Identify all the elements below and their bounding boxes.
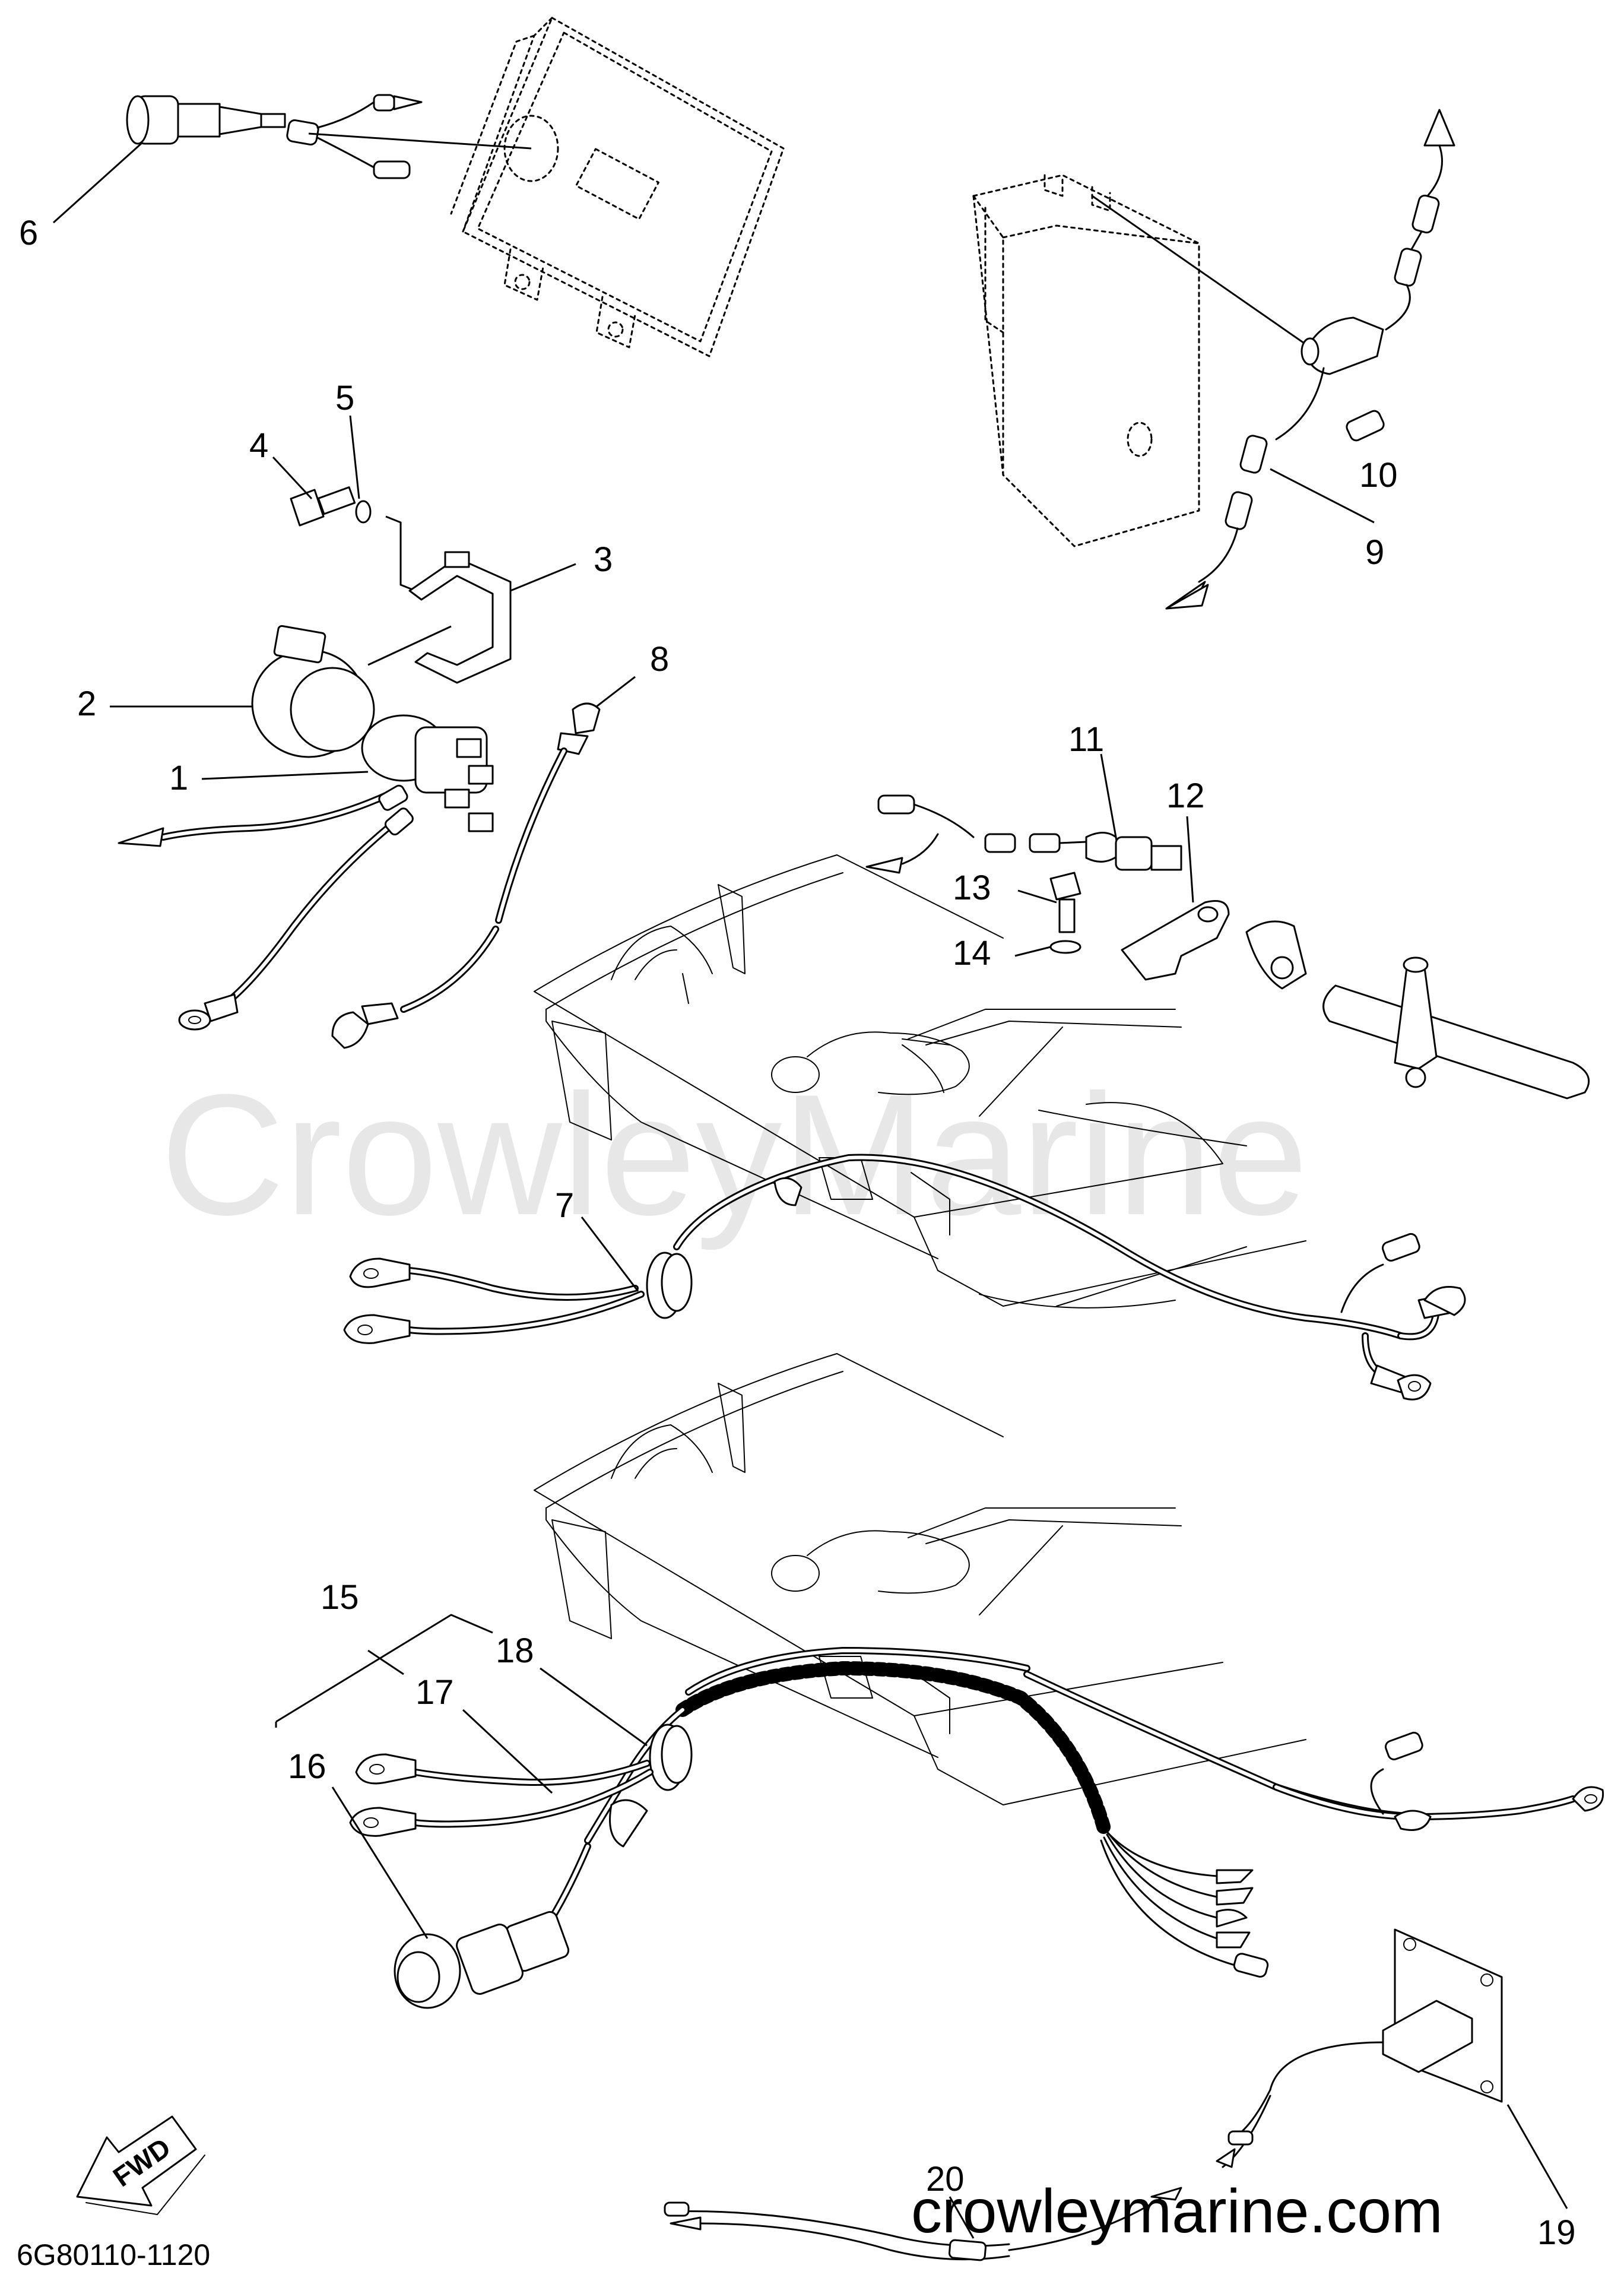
callout-4: 4 [249, 426, 268, 465]
leader-12 [1186, 816, 1194, 903]
leader-7 [581, 1216, 639, 1292]
callout-19: 19 [1537, 2213, 1576, 2252]
leader-5 [349, 415, 360, 499]
callout-3: 3 [594, 540, 613, 579]
callout-6: 6 [19, 214, 38, 252]
control-box-outline [450, 17, 785, 357]
part-14-washer [1049, 940, 1081, 954]
callout-11: 11 [1068, 720, 1104, 759]
leader-16 [331, 1786, 429, 1939]
part-16-lamp [394, 1843, 591, 2009]
part-2-holder [251, 625, 375, 758]
callout-14: 14 [953, 934, 991, 972]
relay-leads [118, 784, 414, 1031]
leader-8 [596, 676, 636, 708]
leader-20 [949, 2196, 975, 2239]
upper-cowling-outline [534, 854, 1306, 1309]
leader-14 [1014, 946, 1051, 957]
leader-19 [1506, 2104, 1568, 2209]
callout-8: 8 [650, 640, 669, 679]
callout-16: 16 [288, 1747, 326, 1786]
part-20-lead [664, 2187, 1182, 2261]
shift-linkage [1245, 920, 1590, 1100]
leader-9a [1270, 468, 1375, 524]
part-12-plate [1121, 900, 1230, 981]
bracket-4-5 [385, 515, 416, 592]
callout-5: 5 [335, 379, 354, 417]
leader-battery [1092, 195, 1306, 346]
part-7-lead [343, 1154, 1466, 1401]
battery-box-outline [972, 174, 1200, 547]
part-5-washer [355, 500, 372, 524]
website-text: crowleymarine.com [911, 2177, 1443, 2246]
callout-10: 10 [1359, 456, 1398, 495]
leader-3 [510, 563, 576, 592]
callout-20: 20 [926, 2160, 965, 2198]
leader-11 [1100, 753, 1117, 838]
bracket-15 [275, 1614, 493, 1723]
leader-4 [272, 456, 313, 500]
leader-18 [540, 1667, 648, 1747]
part-1-relay [361, 714, 494, 832]
part-11-switch [865, 794, 1182, 874]
part-10-fuse [1346, 410, 1385, 442]
fwd-arrow: FWD [76, 2115, 205, 2215]
callout-9: 9 [1365, 533, 1384, 572]
callout-13: 13 [953, 869, 991, 907]
callout-1: 1 [169, 759, 188, 797]
leader-6-box [308, 132, 532, 150]
callout-7: 7 [555, 1186, 574, 1225]
part-8-cable [331, 702, 601, 1049]
part-code: 6G80110-1120 [17, 2238, 210, 2272]
part-6-switch [126, 94, 423, 179]
leader-13 [1017, 889, 1057, 904]
watermark-text: CrowleyMarine [160, 1059, 1308, 1252]
leader-17 [462, 1709, 553, 1794]
callout-15: 15 [321, 1578, 359, 1617]
leader-2-3 [367, 625, 452, 666]
callout-12: 12 [1166, 777, 1205, 815]
callout-2: 2 [77, 685, 96, 723]
callout-17: 17 [415, 1673, 454, 1712]
part-4-bolt [290, 486, 356, 527]
part-13-bolt [1049, 872, 1081, 933]
leader-6 [52, 141, 144, 224]
callout-18: 18 [496, 1631, 534, 1670]
part-18-harness [349, 1647, 1604, 1978]
leader-1 [201, 771, 369, 780]
part-9-fuse-holder [1165, 109, 1455, 610]
part-3-bracket [408, 551, 512, 684]
part-19-switch [1216, 1928, 1503, 2168]
lower-cowling-outline [534, 1353, 1306, 1805]
